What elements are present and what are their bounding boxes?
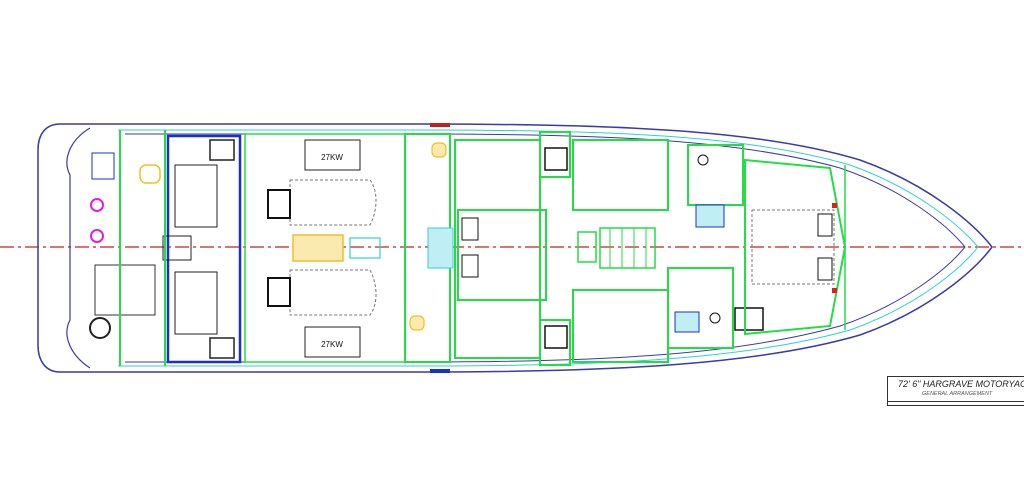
hull-inner-outline [118,129,979,367]
hull-outline [37,123,993,373]
generator-top-label: 27KW [321,153,343,162]
forward-head-port [687,144,744,206]
generator-bottom [304,326,361,358]
master-berth [457,209,547,301]
deck-edge [125,133,966,363]
battery-bank [292,234,344,262]
guest-cabin-port [572,139,669,211]
master-stateroom [454,139,541,359]
vip-berth [751,209,835,285]
generator-bottom-label: 27KW [321,340,343,349]
title-block: 72' 6" HARGRAVE MOTORYACHT GENERAL ARRAN… [887,376,1024,406]
crew-quarters [166,134,242,364]
drawing-subtitle: GENERAL ARRANGEMENT [922,391,993,397]
engine-starboard [289,269,377,316]
engine-port [289,179,377,226]
title-block-divider [888,401,1024,402]
drawing-title: 72' 6" HARGRAVE MOTORYACHT [898,379,1024,389]
guest-cabin-starboard [572,289,669,363]
stern-swim-platform [66,127,91,369]
forward-head-starboard [667,267,734,349]
companionway-stairs [599,227,656,269]
generator-top [304,139,361,171]
vip-stateroom [744,158,847,336]
